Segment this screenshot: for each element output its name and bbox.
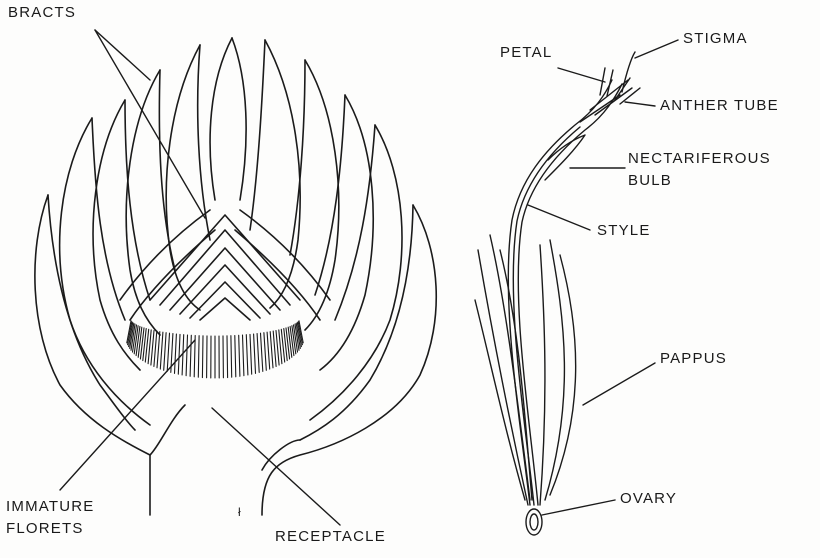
leader-bracts-1 — [95, 30, 150, 80]
floret-stroke — [160, 332, 163, 369]
floret-drawing — [475, 52, 640, 535]
floret-stroke — [261, 333, 263, 371]
pappus-bristle-3 — [540, 245, 545, 505]
stigma-branch — [622, 52, 635, 92]
bract-center-l — [210, 38, 232, 200]
leader-ovary — [542, 500, 615, 515]
floret-stroke — [186, 335, 187, 376]
label-bulb: BULB — [628, 172, 672, 190]
label-anther-tube: ANTHER TUBE — [660, 97, 779, 115]
nectariferous-bulb — [545, 135, 585, 180]
bract-r5 — [265, 40, 300, 308]
cone-6 — [200, 298, 250, 320]
leader-stigma — [635, 40, 678, 58]
floret-stroke — [254, 334, 256, 373]
ovary-inner — [530, 514, 538, 530]
floret-stroke — [267, 332, 270, 369]
receptacle-left-edge — [150, 405, 185, 455]
label-petal: PETAL — [500, 44, 552, 62]
cone-3 — [170, 248, 280, 310]
leader-anther-tube — [625, 102, 655, 106]
label-scale-mark: ł — [238, 505, 241, 519]
leader-immature-florets — [60, 340, 195, 490]
leader-petal — [558, 68, 605, 82]
bract-center-r — [232, 38, 246, 200]
bract-r5b — [250, 40, 265, 230]
immature-florets-hatch — [127, 321, 303, 378]
floret-stroke — [227, 336, 228, 378]
bract-l3b — [125, 100, 150, 300]
ovary-shape — [526, 509, 542, 535]
pappus-bristle-6 — [500, 250, 532, 500]
label-pappus: PAPPUS — [660, 350, 727, 368]
bract-r2 — [310, 125, 402, 420]
bracts-group — [35, 38, 436, 515]
leader-style — [528, 205, 590, 230]
bract-r3 — [320, 95, 373, 370]
label-style: STYLE — [597, 222, 651, 240]
right-leader-lines — [528, 40, 678, 515]
label-ovary: OVARY — [620, 490, 677, 508]
floret-stroke — [276, 331, 279, 366]
label-stigma: STIGMA — [683, 30, 748, 48]
floret-stroke — [157, 332, 160, 368]
leader-bracts-2 — [95, 30, 205, 218]
floret-stroke — [243, 335, 244, 376]
floret-stroke — [273, 331, 276, 366]
corolla-tube-right — [518, 84, 622, 505]
floret-stroke — [164, 333, 166, 371]
floret-stroke — [154, 331, 157, 366]
leader-pappus — [583, 363, 655, 405]
floret-stroke — [175, 334, 177, 373]
floret-stroke — [167, 333, 169, 371]
corolla-tube-left — [508, 80, 612, 505]
floret-stroke — [231, 336, 232, 378]
floret-stroke — [198, 336, 199, 378]
label-florets: FLORETS — [6, 520, 84, 538]
label-receptacle: RECEPTACLE — [275, 528, 386, 546]
floret-stroke — [257, 334, 259, 373]
pappus-bristle-5 — [550, 255, 576, 495]
cone-4 — [180, 265, 270, 314]
bract-l2 — [60, 118, 150, 425]
floret-stroke — [190, 335, 191, 376]
floret-stroke — [264, 333, 266, 371]
floret-stroke — [151, 331, 154, 366]
receptacle-right-edge — [262, 440, 300, 470]
cone-5 — [190, 282, 260, 318]
floret-stroke — [239, 335, 240, 376]
floret-stroke — [178, 334, 180, 374]
floret-stroke — [202, 336, 203, 378]
bract-l2b — [92, 118, 125, 320]
label-nectariferous: NECTARIFEROUS — [628, 150, 771, 168]
floret-stroke — [250, 334, 252, 374]
leader-receptacle — [212, 408, 340, 525]
floret-stroke — [246, 335, 248, 375]
floret-stroke — [235, 336, 236, 377]
left-leader-lines — [60, 30, 340, 525]
label-bracts: BRACTS — [8, 4, 76, 22]
label-immature: IMMATURE — [6, 498, 94, 516]
floret-stroke — [270, 332, 273, 368]
